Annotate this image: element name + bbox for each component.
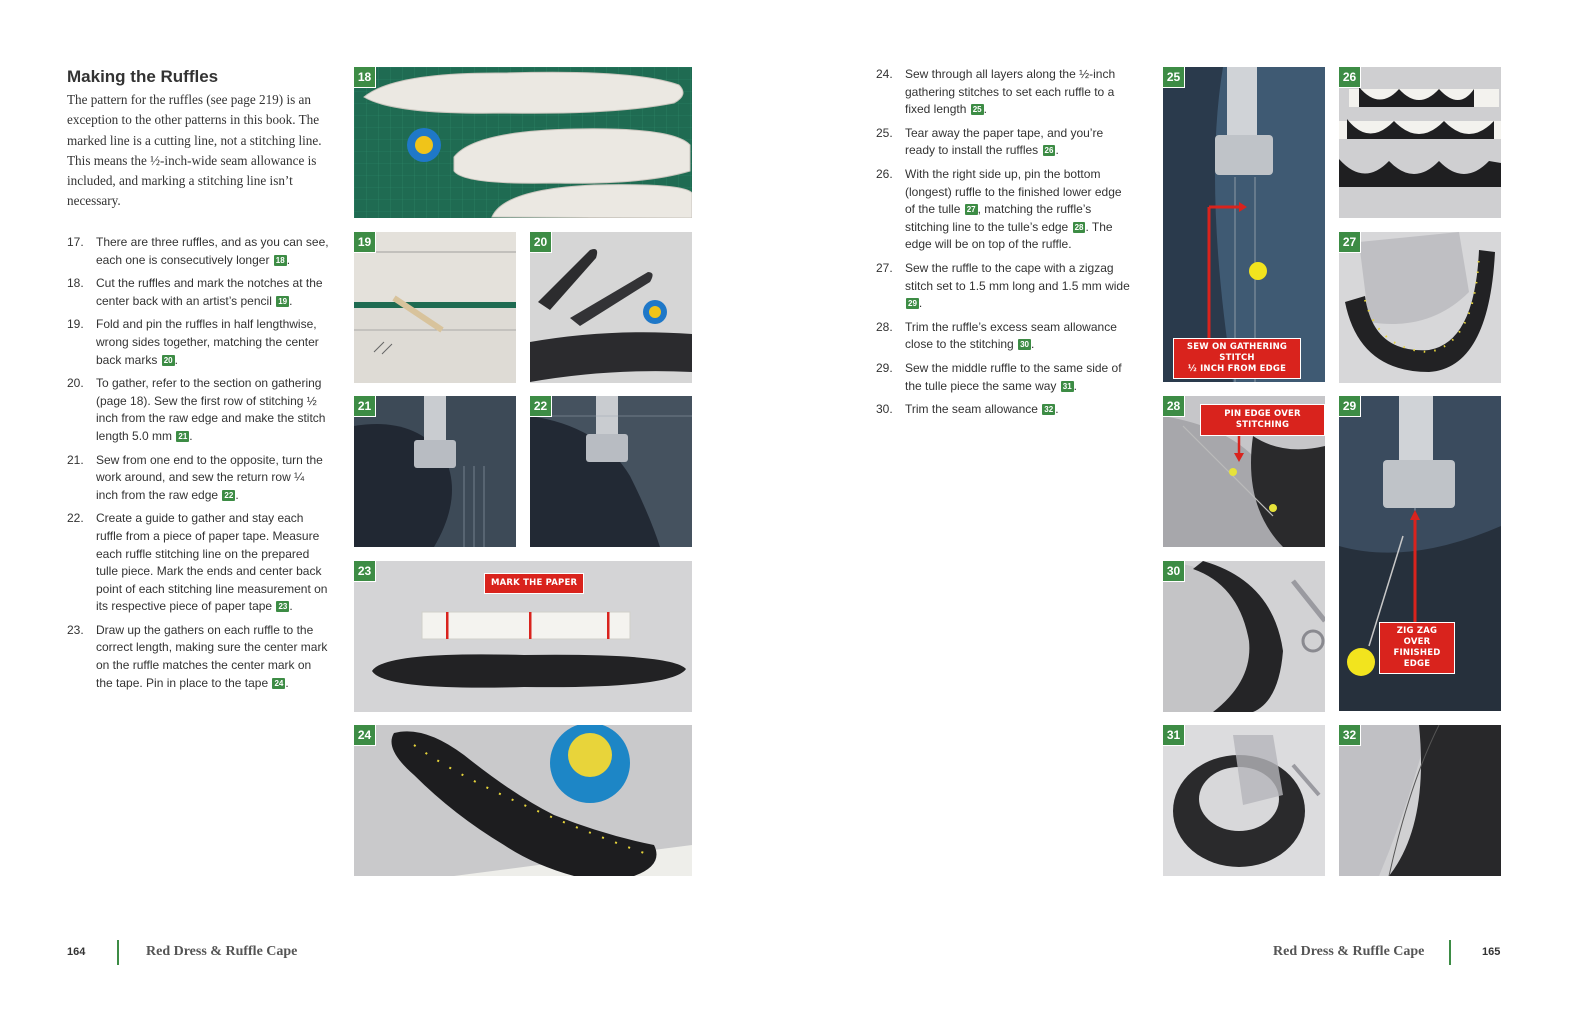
photo-ref-badge: 24 xyxy=(272,677,286,689)
photo-ref-badge: 30 xyxy=(1018,339,1031,351)
photo-25-sew-gathering-stitch: SEW ON GATHERING STITCH ½ INCH FROM EDGE… xyxy=(1163,67,1325,382)
photo-ref-badge: 19 xyxy=(276,295,290,307)
step-20: 20.To gather, refer to the section on ga… xyxy=(67,376,326,443)
step-28: 28.Trim the ruffle’s excess seam allowan… xyxy=(876,319,1117,352)
trim-ruffle-illustration xyxy=(1163,561,1325,712)
photo-number-badge: 20 xyxy=(530,232,552,253)
step-30: 30.Trim the seam allowance 32. xyxy=(876,402,1059,417)
photo-ref-badge: 31 xyxy=(1060,380,1074,392)
step-21: 21.Sew from one end to the opposite, tur… xyxy=(67,452,323,502)
photo-23-paper-tape-guide: MARK THE PAPER 23 xyxy=(354,561,692,712)
three-ruffles-illustration xyxy=(1339,87,1501,187)
step-29: 29.Sew the middle ruffle to the same sid… xyxy=(876,360,1122,393)
photo-number-badge: 18 xyxy=(354,67,376,88)
photo-number-badge: 31 xyxy=(1163,725,1185,746)
photo-ref-badge: 25 xyxy=(970,104,984,116)
photo-ref-badge: 26 xyxy=(1042,145,1056,157)
photo-ref-badge: 32 xyxy=(1042,404,1056,416)
photo-20-folded-ruffles: 20 xyxy=(530,232,692,383)
sewing-machine-illustration xyxy=(354,396,516,547)
photo-number-badge: 21 xyxy=(354,396,376,417)
sewing-machine-illustration xyxy=(530,396,692,547)
footer-divider-left xyxy=(117,940,119,965)
step-25: 25.Tear away the paper tape, and you’re … xyxy=(876,125,1104,158)
photo-24-gathered-ruffle: 24 xyxy=(354,725,692,876)
footer-divider-right xyxy=(1449,940,1451,965)
step-24: 24.Sew through all layers along the ½-in… xyxy=(876,67,1116,117)
gathered-ruffle-illustration xyxy=(391,725,692,876)
pin-edge-illustration xyxy=(1163,416,1325,547)
photo-31-middle-ruffle: 31 xyxy=(1163,725,1325,876)
left-step-list: 17.There are three ruffles, and as you c… xyxy=(67,234,329,698)
photo-ref-badge: 21 xyxy=(176,430,190,442)
right-step-list: 24.Sew through all layers along the ½-in… xyxy=(876,66,1134,425)
folded-ruffles-illustration xyxy=(530,249,692,382)
photo-ref-badge: 27 xyxy=(964,204,978,216)
callout-sew-on-gathering-stitch: SEW ON GATHERING STITCH ½ INCH FROM EDGE xyxy=(1173,338,1301,379)
photo-28-pin-edge: PIN EDGE OVER STITCHING 28 xyxy=(1163,396,1325,547)
photo-ref-badge: 23 xyxy=(276,601,290,613)
middle-ruffle-illustration xyxy=(1173,735,1321,867)
ruffle-pattern-illustration xyxy=(354,67,692,218)
photo-30-trim-seam-allowance: 30 xyxy=(1163,561,1325,712)
marking-illustration xyxy=(354,232,516,383)
photo-number-badge: 23 xyxy=(354,561,376,582)
photo-ref-badge: 18 xyxy=(273,254,287,266)
step-26: 26.With the right side up, pin the botto… xyxy=(876,166,1122,252)
photo-18-pattern-pieces: 18 xyxy=(354,67,692,218)
photo-number-badge: 24 xyxy=(354,725,376,746)
running-title-left: Red Dress & Ruffle Cape xyxy=(146,944,298,959)
photo-number-badge: 22 xyxy=(530,396,552,417)
photo-number-badge: 26 xyxy=(1339,67,1361,88)
photo-number-badge: 29 xyxy=(1339,396,1361,417)
callout-mark-the-paper: MARK THE PAPER xyxy=(484,573,585,594)
step-27: 27.Sew the ruffle to the cape with a zig… xyxy=(876,260,1130,311)
photo-21-first-stitching-row: 21 xyxy=(354,396,516,547)
photo-22-return-row: 22 xyxy=(530,396,692,547)
section-title: Making the Ruffles xyxy=(67,67,219,86)
photo-29-zigzag-finished-edge: ZIG ZAG OVER FINISHED EDGE 29 xyxy=(1339,396,1501,711)
photo-ref-badge: 22 xyxy=(222,489,236,501)
step-22: 22.Create a guide to gather and stay eac… xyxy=(67,511,328,614)
photo-26-three-ruffles: 26 xyxy=(1339,67,1501,218)
photo-number-badge: 19 xyxy=(354,232,376,253)
sewing-machine-illustration xyxy=(1163,67,1325,382)
callout-pin-edge-over-stitching: PIN EDGE OVER STITCHING xyxy=(1200,404,1325,436)
photo-ref-badge: 20 xyxy=(161,354,175,366)
paper-tape-illustration xyxy=(372,611,686,688)
photo-32-trimmed-seam: 32 xyxy=(1339,725,1501,876)
step-19: 19.Fold and pin the ruffles in half leng… xyxy=(67,317,319,367)
page-number-right: 165 xyxy=(1482,946,1501,958)
photo-19-marking-notches: 19 xyxy=(354,232,516,383)
photo-number-badge: 32 xyxy=(1339,725,1361,746)
step-17: 17.There are three ruffles, and as you c… xyxy=(67,235,329,267)
photo-number-badge: 27 xyxy=(1339,232,1361,253)
intro-paragraph: The pattern for the ruffles (see page 21… xyxy=(67,92,322,209)
callout-zig-zag-over-finished-edge: ZIG ZAG OVER FINISHED EDGE xyxy=(1379,622,1455,674)
photo-number-badge: 28 xyxy=(1163,396,1185,417)
photo-ref-badge: 28 xyxy=(1072,221,1086,233)
running-title-right: Red Dress & Ruffle Cape xyxy=(1273,944,1425,959)
page-number-left: 164 xyxy=(67,946,86,958)
step-18: 18.Cut the ruffles and mark the notches … xyxy=(67,276,323,308)
photo-27-pinned-ruffle: 27 xyxy=(1339,232,1501,383)
photo-ref-badge: 29 xyxy=(906,298,919,310)
photo-number-badge: 30 xyxy=(1163,561,1185,582)
photo-number-badge: 25 xyxy=(1163,67,1185,88)
pinned-ruffle-illustration xyxy=(1345,232,1495,372)
trimmed-seam-illustration xyxy=(1339,725,1501,876)
step-23: 23.Draw up the gathers on each ruffle to… xyxy=(67,622,328,690)
